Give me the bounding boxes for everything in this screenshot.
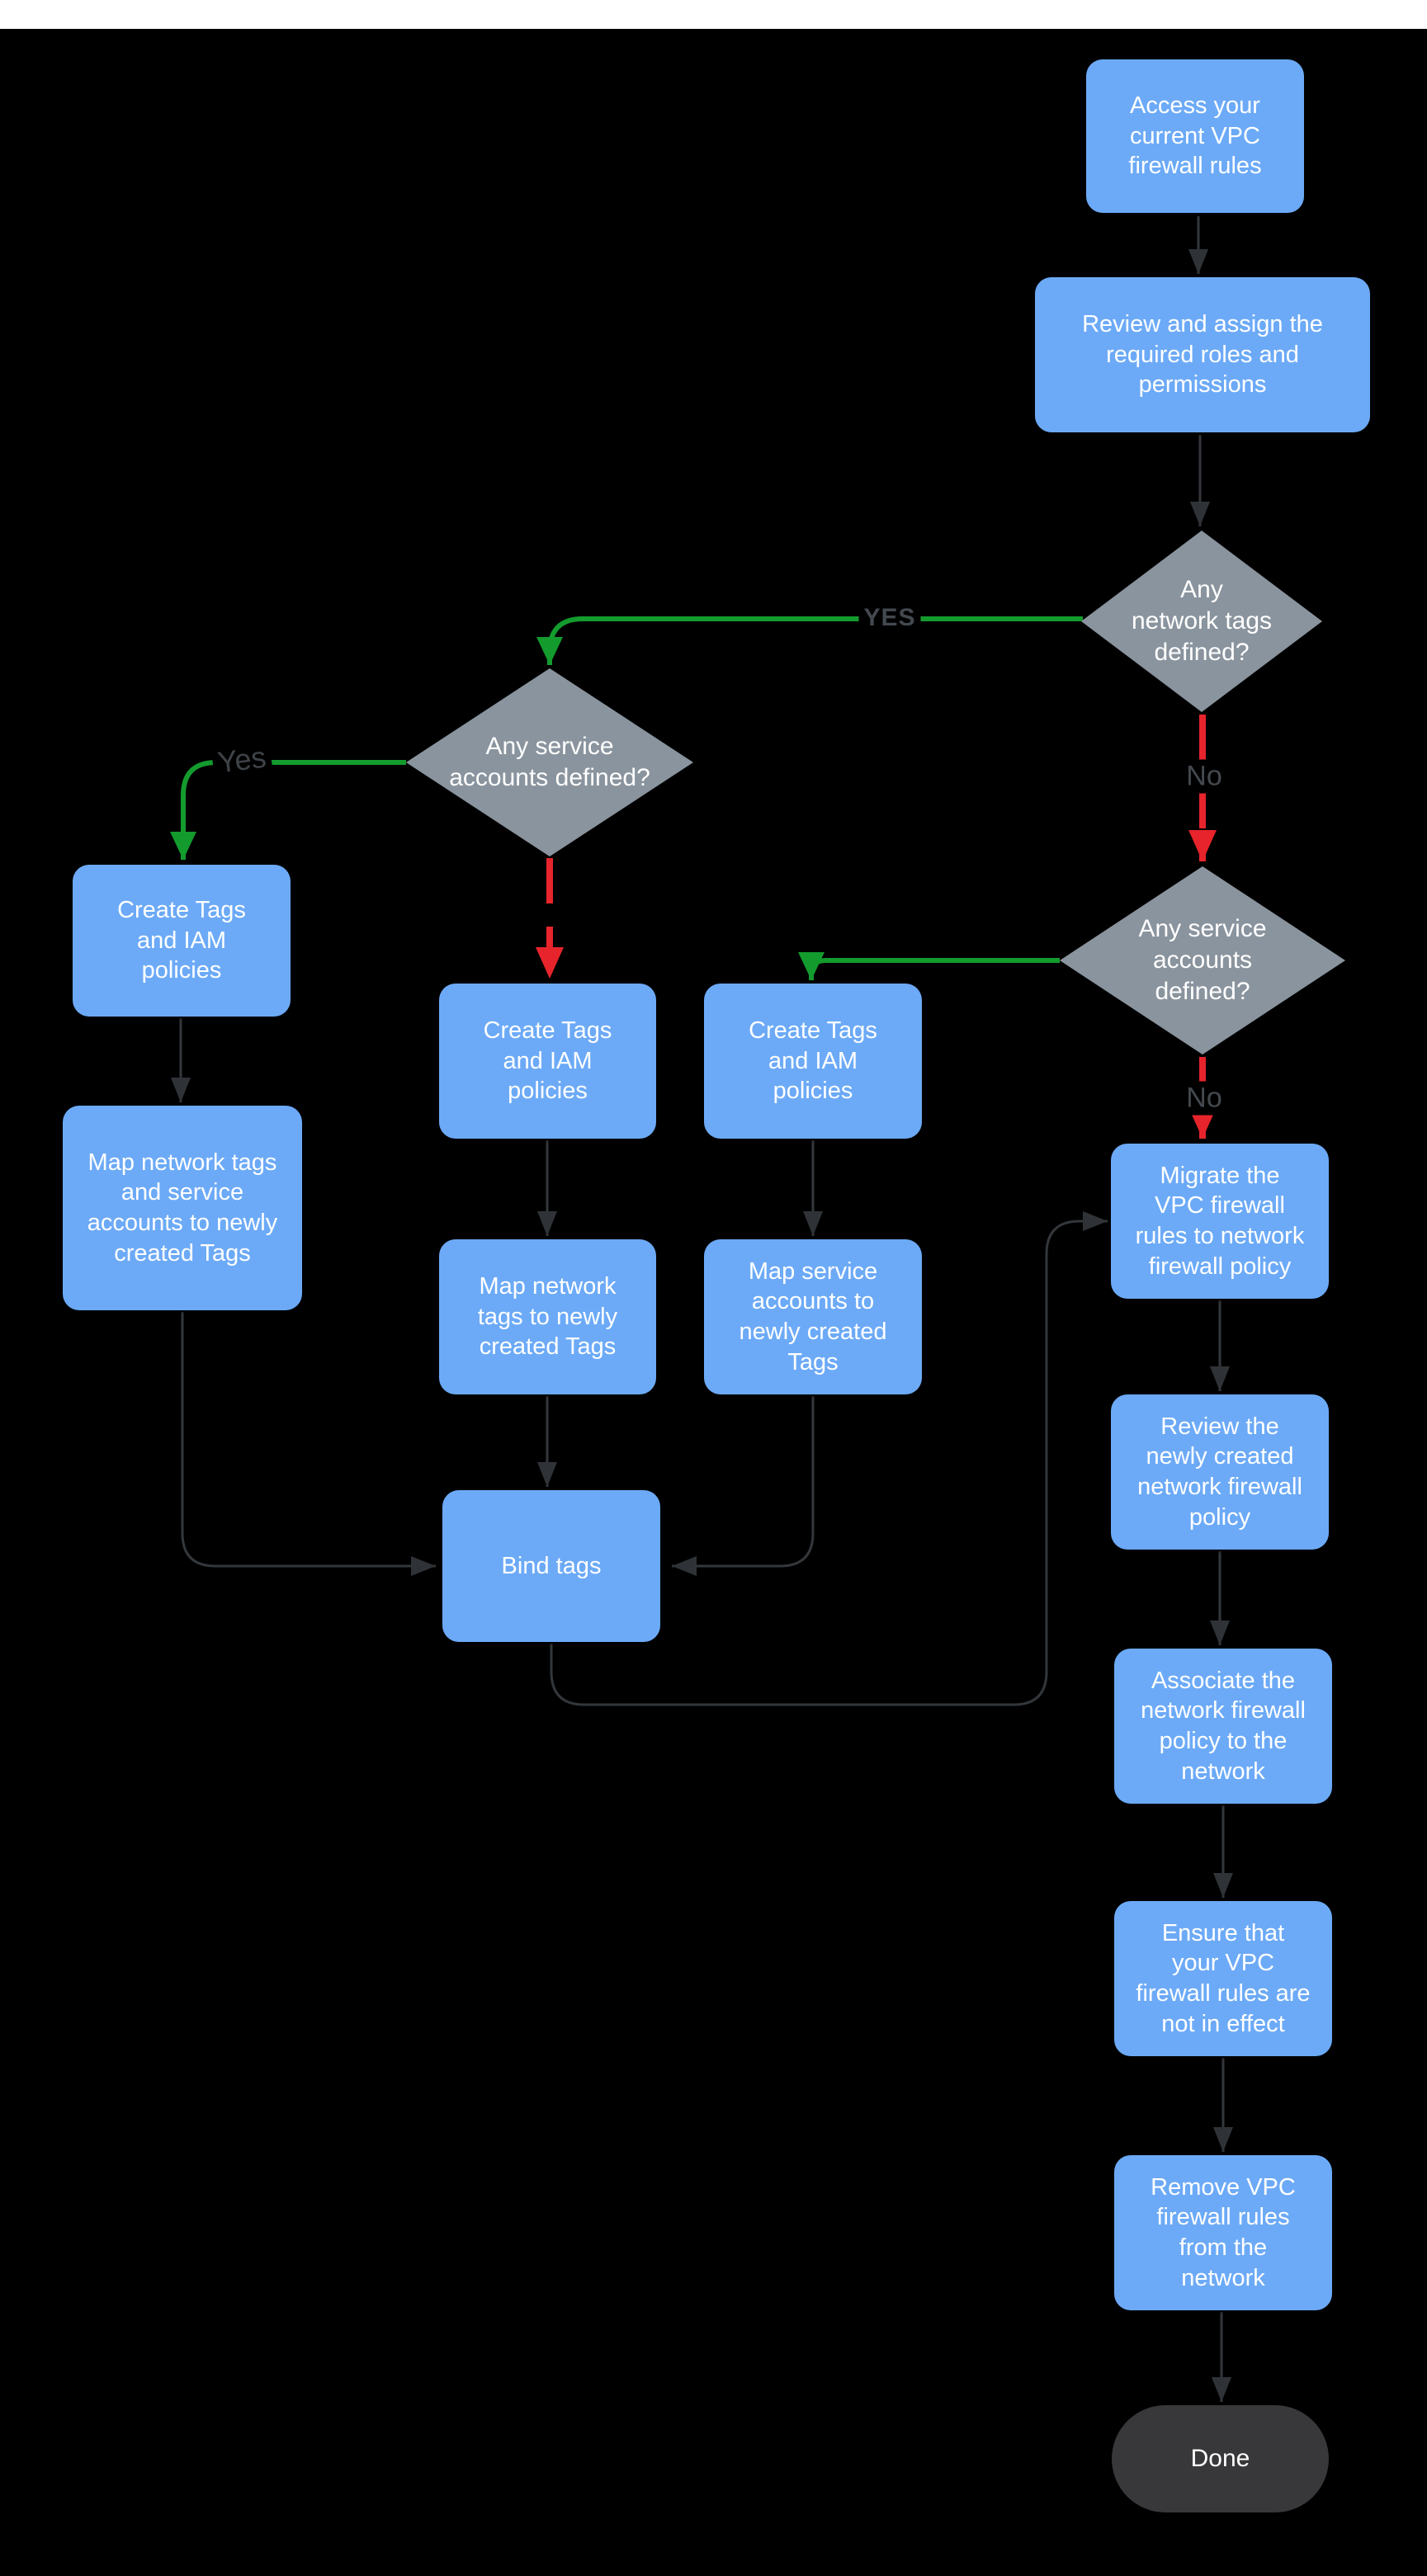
node-migrate-vpc-firewall-rules: Migrate the VPC firewall rules to networ…: [1111, 1144, 1329, 1299]
node-map-network-tags-and-service-accounts: Map network tags and service accounts to…: [63, 1106, 302, 1310]
node-access-vpc-firewall-rules: Access your current VPC firewall rules: [1086, 59, 1304, 213]
edge-label-yes-network-tags: YES: [858, 603, 921, 633]
edge-label-yes-service-accounts: Yes: [210, 738, 273, 782]
connector-bind-to-migrate: [550, 1211, 1108, 1706]
connector-map-right-to-bind: [672, 1396, 815, 1576]
node-create-tags-iam-left: Create Tags and IAM policies: [73, 865, 291, 1017]
edge-label-no-service-accounts: No: [1181, 1081, 1227, 1116]
node-associate-policy-to-network: Associate the network firewall policy to…: [1114, 1649, 1332, 1804]
node-review-network-firewall-policy: Review the newly created network firewal…: [1111, 1394, 1329, 1550]
node-bind-tags: Bind tags: [442, 1490, 660, 1642]
node-done-terminator: Done: [1112, 2405, 1329, 2512]
node-map-network-tags: Map network tags to newly created Tags: [439, 1239, 656, 1394]
node-remove-vpc-firewall-rules: Remove VPC firewall rules from the netwo…: [1114, 2155, 1332, 2310]
node-create-tags-iam-right: Create Tags and IAM policies: [704, 984, 922, 1139]
connector-map-left-to-bind: [181, 1312, 436, 1576]
node-create-tags-iam-mid: Create Tags and IAM policies: [439, 984, 656, 1139]
top-white-strip: [0, 0, 1427, 29]
node-review-roles-permissions: Review and assign the required roles and…: [1035, 277, 1370, 432]
edge-label-no-network-tags: No: [1181, 759, 1227, 794]
node-map-service-accounts: Map service accounts to newly created Ta…: [704, 1239, 922, 1394]
connector-yes-service-accounts-right: [798, 952, 1060, 980]
node-ensure-rules-not-in-effect: Ensure that your VPC firewall rules are …: [1114, 1901, 1332, 2056]
connector-yes-network-tags: [536, 616, 1083, 665]
